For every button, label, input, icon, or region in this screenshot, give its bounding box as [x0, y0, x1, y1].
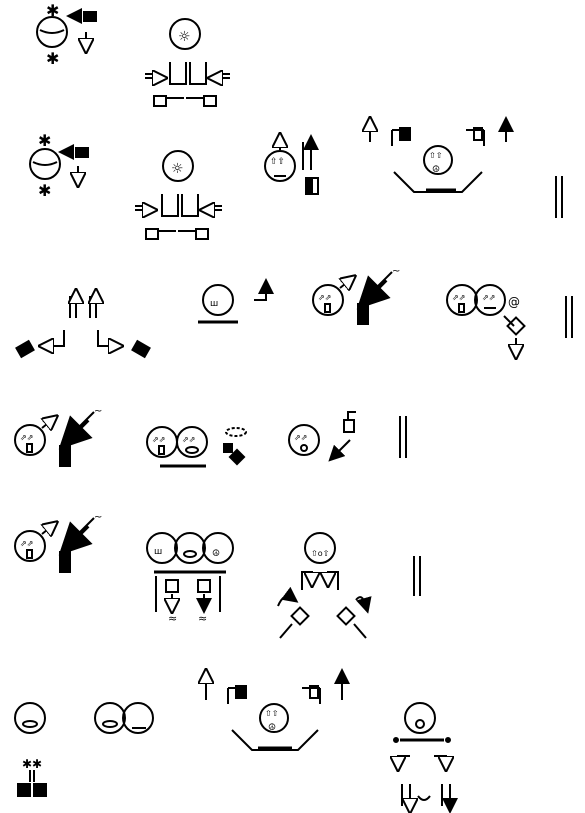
svg-text:✱: ✱ [38, 131, 51, 150]
svg-text:⇧o⇧: ⇧o⇧ [311, 549, 329, 558]
row-3-end-bar [565, 296, 573, 338]
svg-text:~: ~ [94, 512, 102, 523]
svg-text:☮: ☮ [268, 723, 276, 733]
svg-text:⇗⇗: ⇗⇗ [452, 293, 465, 302]
svg-text:≈: ≈ [168, 612, 177, 625]
svg-text:☮: ☮ [212, 549, 220, 559]
svg-text:ш: ш [154, 547, 162, 557]
sign-r5-a: ⇗⇗ ~ [14, 512, 102, 573]
sign-r6-d [394, 702, 450, 806]
svg-text:☼: ☼ [178, 29, 191, 45]
sign-r2-c: ⇧⇧ [264, 140, 318, 195]
sign-r4-b: ⇗⇗ ⇗⇗ [146, 426, 247, 468]
sign-r3-a [15, 296, 151, 359]
svg-text:✱: ✱ [38, 181, 51, 200]
svg-text:@: @ [508, 295, 520, 309]
svg-text:☮: ☮ [432, 165, 440, 175]
sign-r2-d: ⇧⇧ ☮ [370, 116, 514, 193]
sign-r3-d: ⇗⇗ ⇗⇗ @ [446, 284, 526, 352]
sign-r4-c: ⇗⇗ [288, 411, 356, 462]
sign-r3-b: ш [198, 278, 274, 324]
sign-r6-c: ⇧⇧ ☮ [206, 668, 350, 751]
svg-text:☼: ☼ [171, 161, 184, 177]
svg-text:⇗⇗: ⇗⇗ [182, 435, 195, 444]
svg-text:⇗⇗: ⇗⇗ [20, 433, 33, 442]
svg-text:⇧⇧: ⇧⇧ [265, 709, 278, 718]
sign-r2-b: ☼ [135, 150, 222, 240]
svg-text:⇗⇗: ⇗⇗ [152, 435, 165, 444]
svg-text:⇗⇗: ⇗⇗ [318, 293, 331, 302]
svg-text:✱✱: ✱✱ [22, 757, 42, 771]
svg-text:ш: ш [210, 299, 218, 309]
row-2-end-bar [555, 176, 563, 218]
svg-text:~: ~ [94, 406, 102, 417]
svg-text:⇧⇧: ⇧⇧ [270, 157, 285, 167]
svg-text:⇗⇗: ⇗⇗ [294, 433, 307, 442]
svg-text:✱: ✱ [46, 1, 59, 20]
sign-r6-a: ✱✱ [14, 702, 47, 797]
svg-text:≈: ≈ [198, 612, 207, 625]
svg-text:⇧⇧: ⇧⇧ [429, 151, 442, 160]
sign-r1-a: ✱ ✱ [36, 1, 97, 68]
sign-r4-a: ⇗⇗ ~ [14, 406, 102, 467]
svg-text:⇗⇗: ⇗⇗ [482, 293, 495, 302]
sign-r6-b [94, 702, 154, 734]
svg-text:⇗⇗: ⇗⇗ [20, 539, 33, 548]
row-5-end-bar [413, 556, 421, 596]
sign-r5-b: ш ☮ ≈ ≈ [146, 532, 234, 625]
sign-r5-c: ⇧o⇧ [277, 532, 372, 639]
sign-r2-a: ✱ ✱ [29, 131, 89, 200]
svg-text:✱: ✱ [46, 49, 59, 68]
svg-text:~: ~ [392, 266, 400, 277]
row-4-end-bar [399, 416, 407, 458]
sign-r1-b: ☼ [145, 18, 230, 107]
sign-r3-c: ⇗⇗ ~ [312, 266, 400, 325]
